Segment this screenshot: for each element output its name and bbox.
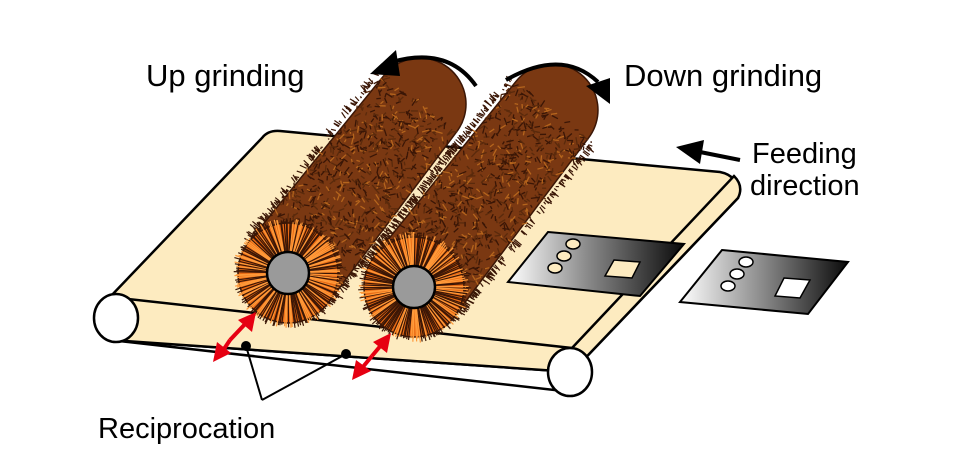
workpiece-on-belt xyxy=(506,230,687,298)
up-grinding-label: Up grinding xyxy=(146,58,305,93)
left-roller xyxy=(92,292,140,344)
right-roller xyxy=(546,346,594,398)
reciprocation-leader-lines xyxy=(241,341,351,401)
hole xyxy=(565,238,581,250)
hole xyxy=(720,280,736,292)
hole xyxy=(556,250,572,262)
feeding-direction-label-line1: Feeding xyxy=(752,138,857,170)
up-grinding-brush xyxy=(233,57,467,328)
hole xyxy=(729,268,745,280)
down-grinding-label: Down grinding xyxy=(624,58,823,93)
feeding-direction-label-line2: direction xyxy=(750,170,860,202)
workpiece-output xyxy=(678,248,850,316)
double-headed-arrow-icon xyxy=(352,333,391,380)
arrow-left-icon xyxy=(676,140,741,164)
hole xyxy=(738,256,754,268)
curved-arrow-cw-icon xyxy=(505,62,610,104)
curved-arrow-ccw-icon xyxy=(370,50,478,88)
square-hole xyxy=(773,277,812,299)
reciprocation-label: Reciprocation xyxy=(98,413,276,445)
double-headed-arrow-icon xyxy=(213,312,256,362)
down-grinding-brush xyxy=(358,63,599,343)
square-hole xyxy=(603,259,642,279)
hole xyxy=(547,262,563,274)
